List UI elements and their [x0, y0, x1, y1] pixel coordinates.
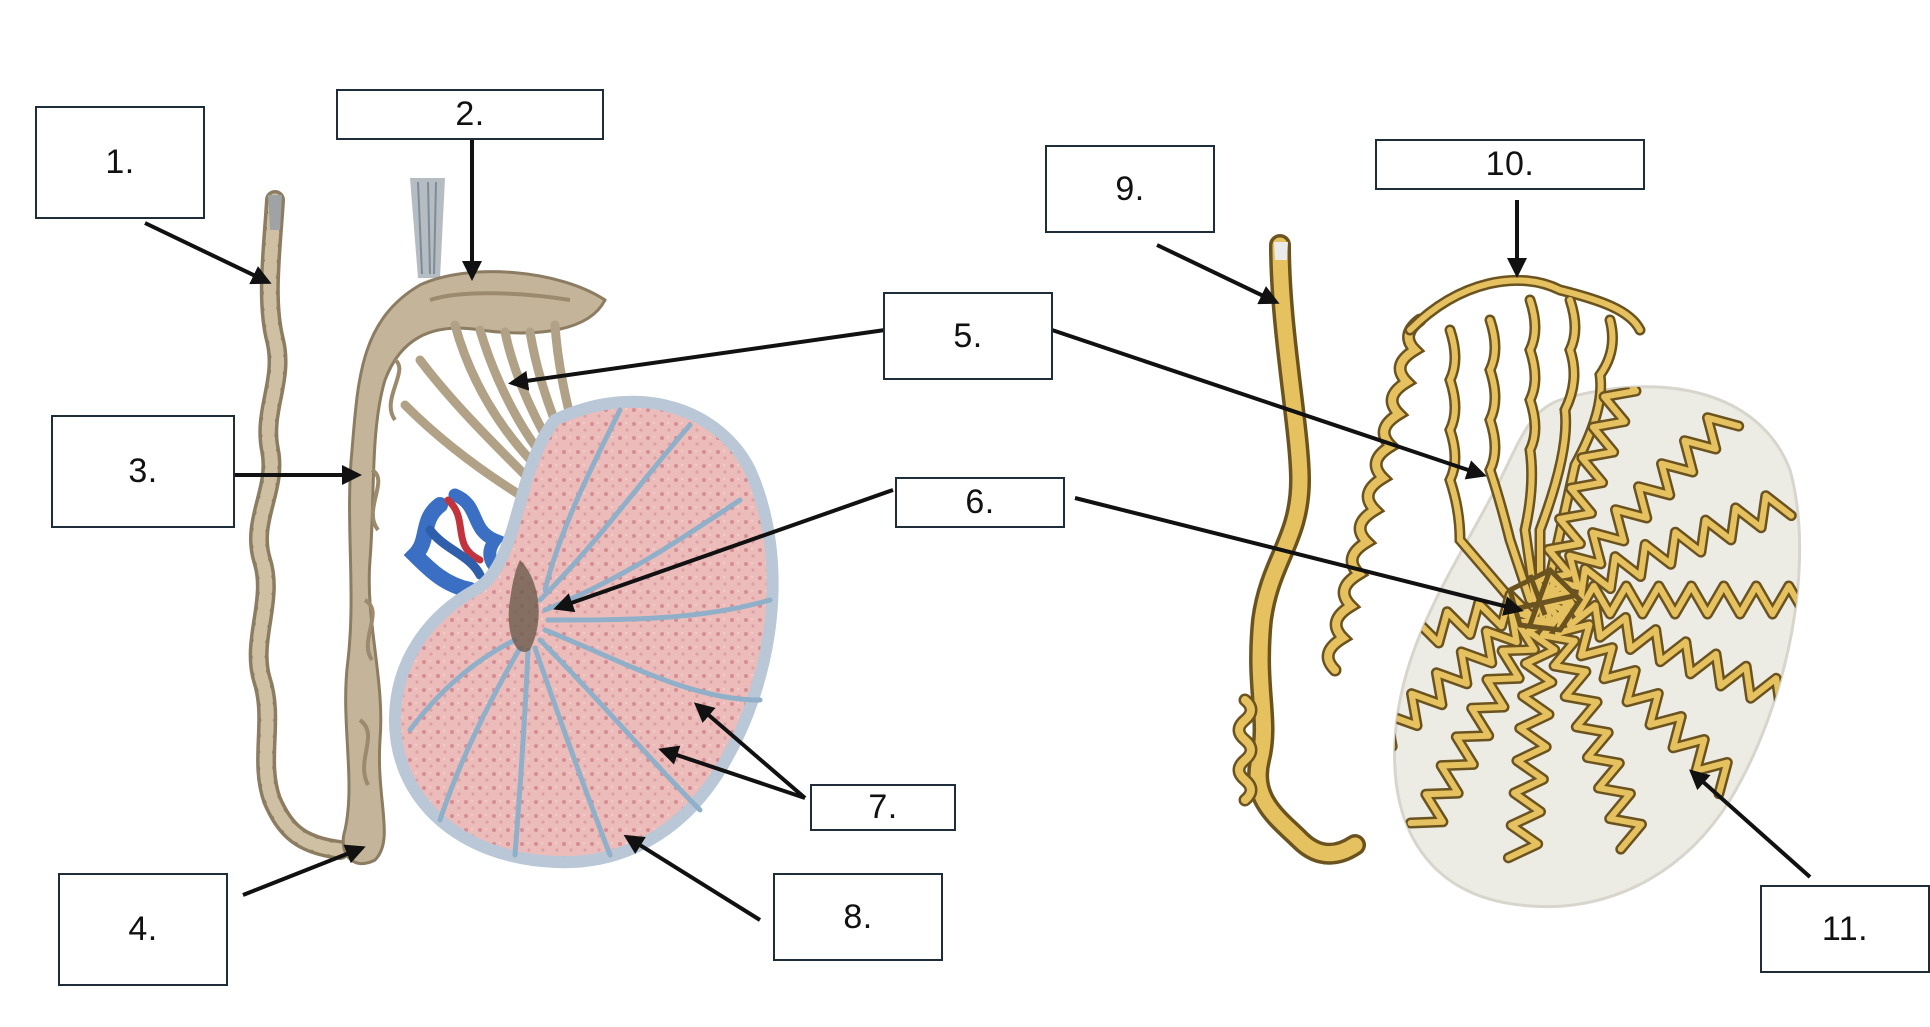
testis-section-shape [388, 395, 779, 869]
arrow-5a [508, 328, 886, 391]
seminiferous-tubule-6 [1542, 597, 1731, 797]
label-text-6: 6. [965, 483, 995, 521]
seminiferous-tubule-10 [1394, 597, 1548, 771]
schematic-seminiferous-tubules-shape [1394, 386, 1800, 864]
label-box-9[interactable]: 9. [1045, 145, 1215, 233]
seminiferous-tubule-2 [1542, 414, 1742, 603]
arrow-7b [658, 745, 806, 800]
label-box-10[interactable]: 10. [1375, 139, 1645, 190]
label-text-9: 9. [1115, 169, 1145, 208]
label-text-1: 1. [105, 143, 135, 181]
label-box-1[interactable]: 1. [35, 106, 205, 219]
seminiferous-tubule-4 [1542, 583, 1800, 617]
epididymis-shape [341, 270, 607, 866]
label-box-6[interactable]: 6. [895, 477, 1065, 528]
label-text-5: 5. [953, 316, 983, 355]
label-box-8[interactable]: 8. [773, 873, 943, 961]
label-box-3[interactable]: 3. [51, 415, 235, 528]
label-box-11[interactable]: 11. [1760, 885, 1930, 973]
label-box-4[interactable]: 4. [58, 873, 228, 986]
seminiferous-tubule-5 [1542, 590, 1784, 714]
label-box-7[interactable]: 7. [810, 784, 956, 831]
seminiferous-tubule-8 [1505, 597, 1561, 861]
arrow-9 [1156, 243, 1280, 305]
label-text-4: 4. [128, 910, 158, 948]
seminiferous-tubule-9 [1407, 597, 1553, 826]
arrow-8 [623, 834, 762, 922]
label-text-2: 2. [455, 95, 485, 133]
arrow-6b [1074, 496, 1524, 616]
arrow-4 [242, 844, 366, 897]
arrow-5b [1051, 328, 1487, 480]
label-text-10: 10. [1485, 145, 1535, 183]
arrow-11 [1689, 769, 1812, 879]
arrow-6a [553, 488, 894, 613]
arrow-1 [144, 221, 272, 285]
label-text-7: 7. [868, 788, 898, 826]
label-arrows [144, 140, 1812, 922]
arrow-7a [693, 702, 807, 800]
schematic-efferent-ducts-shape [1404, 274, 1646, 616]
seminiferous-tubule-7 [1540, 597, 1645, 853]
seminiferous-tubule-3 [1542, 492, 1795, 604]
label-text-8: 8. [843, 897, 873, 936]
seminiferous-tubule-1 [1534, 386, 1651, 603]
label-text-11: 11. [1821, 909, 1869, 948]
label-box-2[interactable]: 2. [336, 89, 604, 140]
right-schematic [1232, 234, 1802, 909]
label-box-5[interactable]: 5. [883, 292, 1053, 380]
label-text-3: 3. [128, 452, 158, 490]
schematic-rete-testis-shape [1507, 566, 1584, 633]
